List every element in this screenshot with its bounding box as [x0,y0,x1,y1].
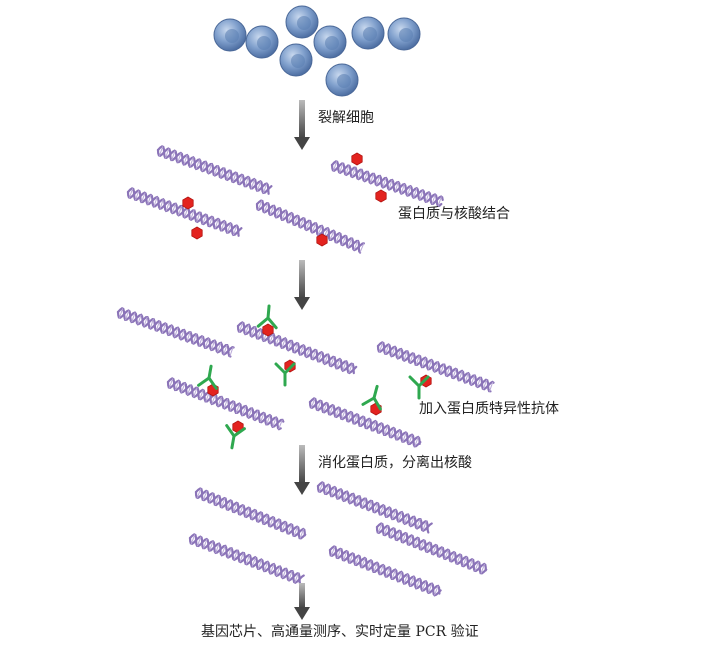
protein-icon [351,152,363,166]
dna-helix [156,145,273,195]
cell-icon [279,43,313,77]
dna-helix [236,321,358,375]
antibody-icon [361,384,382,411]
antibodies-group [197,304,430,450]
arrows-group [294,100,310,620]
dna-helix [255,199,365,254]
protein-icon [375,189,387,203]
cell-icon [387,17,421,51]
dna-helix [126,187,243,237]
step-digest-label: 消化蛋白质，分离出核酸 [318,455,472,471]
flow-arrow-icon [294,445,310,495]
dna-helix [376,341,495,393]
dna-helix [194,487,307,540]
cell-icon [313,25,347,59]
cells-group [213,5,421,97]
protein-icon [262,323,274,337]
dna-helix [375,522,488,575]
dna-helix [330,160,444,208]
proteins-group [182,152,432,434]
protein-icon [191,226,203,240]
dna-helix [116,307,235,358]
cell-icon [351,16,385,50]
antibody-icon [274,362,296,387]
cell-icon [213,18,247,52]
antibody-icon [197,364,218,390]
cell-icon [245,25,279,59]
dna-helix [316,481,433,534]
dna-helix [328,545,442,597]
flow-arrow-icon [294,260,310,310]
cell-icon [325,63,359,97]
flow-arrow-icon [294,583,310,620]
antibody-icon [256,304,278,330]
step-antibody-label: 加入蛋白质特异性抗体 [419,401,559,417]
flow-arrow-icon [294,100,310,150]
dna-helix [188,533,305,586]
step-bind-label: 蛋白质与核酸结合 [398,206,510,222]
dna-helix [166,377,285,431]
antibody-icon [408,375,430,400]
cell-icon [285,5,319,39]
protein-icon [182,196,194,210]
step-analyze-label: 基因芯片、高通量测序、实时定量 PCR 验证 [201,624,479,640]
dna-helix [308,397,422,448]
step-lyse-label: 裂解细胞 [318,110,374,126]
antibody-icon [225,424,246,450]
protein-icon [316,233,328,247]
dna-strands-group [116,145,495,597]
